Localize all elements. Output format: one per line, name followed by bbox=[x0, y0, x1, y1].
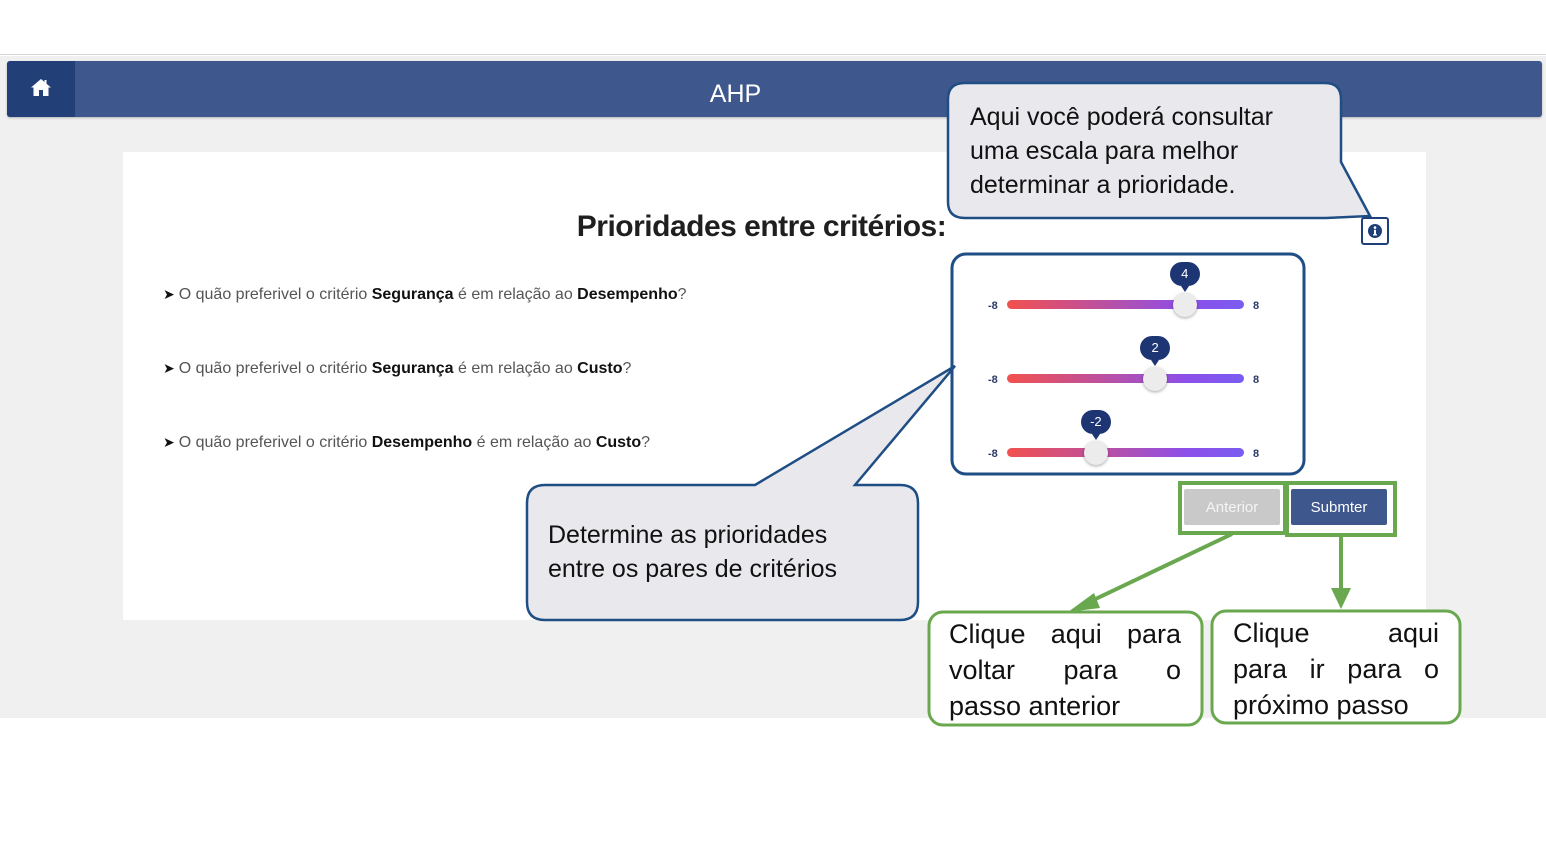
info-callout-text: Aqui você poderá consultar uma escala pa… bbox=[970, 103, 1273, 199]
info-callout-bubble bbox=[946, 81, 1373, 220]
slider-track[interactable] bbox=[1007, 374, 1244, 383]
slider-value-bubble: 2 bbox=[1140, 336, 1171, 366]
slider-thumb[interactable] bbox=[1143, 367, 1168, 391]
question-item: ➤O quão preferivel o critério Desempenho… bbox=[163, 434, 651, 451]
priority-slider[interactable]: -8 2 8 bbox=[986, 336, 1266, 391]
arrow-icon: ➤ bbox=[163, 360, 175, 376]
slider-max-label: 8 bbox=[1253, 300, 1260, 312]
slider-value-bubble: -2 bbox=[1080, 410, 1111, 440]
slider-max-label: 8 bbox=[1253, 448, 1260, 460]
question-item: ➤O quão preferivel o critério Segurança … bbox=[163, 286, 687, 303]
slider-track[interactable] bbox=[1007, 448, 1244, 457]
slider-track[interactable] bbox=[1007, 300, 1244, 309]
slider-callout-bubble bbox=[525, 364, 956, 622]
slider-min-label: -8 bbox=[988, 300, 998, 312]
slider-min-label: -8 bbox=[988, 374, 998, 386]
submit-button[interactable]: Submter bbox=[1291, 489, 1387, 525]
prev-callout-text: Clique aqui para voltar para o passo ant… bbox=[949, 619, 1181, 721]
prev-arrow-line bbox=[1084, 532, 1233, 606]
slider-highlight-frame bbox=[950, 252, 1306, 476]
info-icon bbox=[1368, 224, 1382, 238]
previous-button[interactable]: Anterior bbox=[1184, 489, 1280, 525]
priority-slider[interactable]: -8 -2 8 bbox=[986, 410, 1266, 465]
next-callout-box bbox=[1210, 609, 1462, 725]
info-button[interactable] bbox=[1361, 217, 1389, 245]
slider-thumb[interactable] bbox=[1083, 441, 1108, 465]
slider-callout-text: Determine as prioridades entre os pares … bbox=[548, 521, 838, 583]
question-item: ➤O quão preferivel o critério Segurança … bbox=[163, 360, 632, 377]
page-title: Prioridades entre critérios: bbox=[576, 210, 947, 243]
slider-min-label: -8 bbox=[988, 448, 998, 460]
home-icon bbox=[31, 79, 51, 96]
next-arrowhead bbox=[1331, 588, 1351, 609]
home-button[interactable] bbox=[7, 61, 75, 117]
top-divider bbox=[0, 54, 1546, 55]
submit-button-highlight bbox=[1285, 481, 1397, 537]
prev-callout-box bbox=[927, 610, 1204, 727]
slider-value-bubble: 4 bbox=[1169, 262, 1200, 292]
arrow-icon: ➤ bbox=[163, 434, 175, 450]
slider-max-label: 8 bbox=[1253, 374, 1260, 386]
priority-slider[interactable]: -8 4 8 bbox=[986, 262, 1266, 317]
slider-thumb[interactable] bbox=[1172, 293, 1197, 317]
app-title: AHP bbox=[709, 80, 762, 108]
arrow-icon: ➤ bbox=[163, 286, 175, 302]
prev-arrowhead bbox=[1068, 593, 1100, 612]
next-callout-text: Clique aqui para ir para o próximo passo bbox=[1233, 618, 1439, 720]
previous-button-highlight bbox=[1178, 481, 1287, 535]
